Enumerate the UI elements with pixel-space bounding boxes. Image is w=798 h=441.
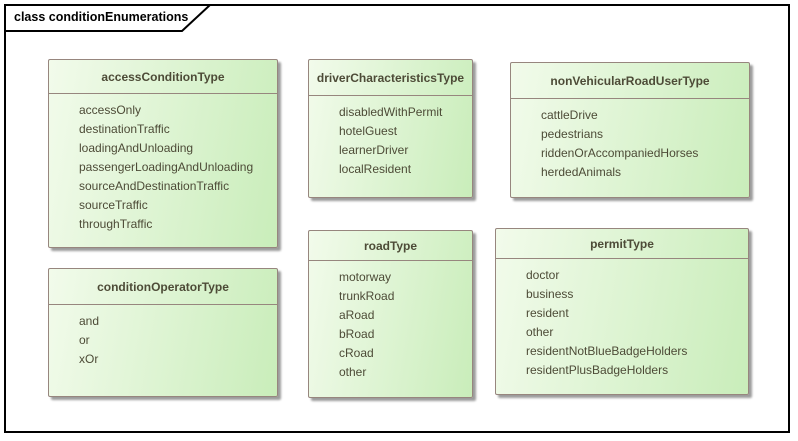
enum-literal: resident xyxy=(526,306,569,320)
enum-literal: business xyxy=(526,287,574,301)
enum-literal: cRoad xyxy=(339,346,374,360)
enum-literal: other xyxy=(339,365,367,379)
enum-literal: sourceTraffic xyxy=(79,198,148,212)
enum-literal: localResident xyxy=(339,162,412,176)
enum-literal: or xyxy=(79,333,90,347)
enum-literal: disabledWithPermit xyxy=(339,105,443,119)
enum-title: roadType xyxy=(309,231,472,261)
frame-title-tab: class conditionEnumerations xyxy=(4,4,216,34)
enum-literal: residentPlusBadgeHolders xyxy=(526,363,669,377)
enum-literal-list: and or xOr xyxy=(49,305,277,369)
enum-literal-list: motorway trunkRoad aRoad bRoad cRoad other xyxy=(309,261,472,382)
enum-box-conditionOperatorType[interactable]: conditionOperatorType and or xOr xyxy=(48,268,278,397)
enum-title: driverCharacteristicsType xyxy=(309,60,472,96)
enum-title: permitType xyxy=(496,229,748,259)
enum-literal: xOr xyxy=(79,352,99,366)
enum-literal-list: disabledWithPermit hotelGuest learnerDrive… xyxy=(309,96,472,179)
enum-literal: and xyxy=(79,314,100,328)
enum-literal: accessOnly xyxy=(79,103,142,117)
enum-literal: riddenOrAccompaniedHorses xyxy=(541,146,699,160)
frame-tab-pentagon-icon xyxy=(4,4,213,32)
enum-literal: doctor xyxy=(526,268,560,282)
diagram-frame: class conditionEnumerations accessCondit… xyxy=(4,4,790,433)
enum-box-nonVehicularRoadUserType[interactable]: nonVehicularRoadUserType cattleDrive pede… xyxy=(510,62,750,198)
enum-literal: sourceAndDestinationTraffic xyxy=(79,179,230,193)
enum-literal-list: cattleDrive pedestrians riddenOrAccompanie… xyxy=(511,99,749,182)
enum-box-permitType[interactable]: permitType doctor business resident other re… xyxy=(495,228,749,395)
enum-literal: other xyxy=(526,325,554,339)
enum-literal: residentNotBlueBadgeHolders xyxy=(526,344,688,358)
enum-literal: bRoad xyxy=(339,327,375,341)
enum-literal: cattleDrive xyxy=(541,108,598,122)
enum-box-driverCharacteristicsType[interactable]: driverCharacteristicsType disabledWithPe… xyxy=(308,59,473,198)
diagram-title: class conditionEnumerations xyxy=(14,10,189,24)
enum-literal: passengerLoadingAndUnloading xyxy=(79,160,254,174)
enum-literal: aRoad xyxy=(339,308,375,322)
enum-literal: herdedAnimals xyxy=(541,165,622,179)
enum-literal: pedestrians xyxy=(541,127,604,141)
enum-literal: hotelGuest xyxy=(339,124,398,138)
enum-literal: learnerDriver xyxy=(339,143,409,157)
enum-literal: motorway xyxy=(339,270,392,284)
enum-box-roadType[interactable]: roadType motorway trunkRoad aRoad bRoad cRoa… xyxy=(308,230,473,398)
enum-title: conditionOperatorType xyxy=(49,269,277,305)
enum-title: nonVehicularRoadUserType xyxy=(511,63,749,99)
enum-literal: loadingAndUnloading xyxy=(79,141,194,155)
enum-box-accessConditionType[interactable]: accessConditionType accessOnly destinatio… xyxy=(48,59,278,248)
enum-literal-list: accessOnly destinationTraffic loadingAndUn… xyxy=(49,94,277,234)
enum-literal: throughTraffic xyxy=(79,217,153,231)
enum-title: accessConditionType xyxy=(49,60,277,94)
enum-literal: trunkRoad xyxy=(339,289,395,303)
enum-literal-list: doctor business resident other residentNotBl… xyxy=(496,259,748,380)
enum-literal: destinationTraffic xyxy=(79,122,170,136)
